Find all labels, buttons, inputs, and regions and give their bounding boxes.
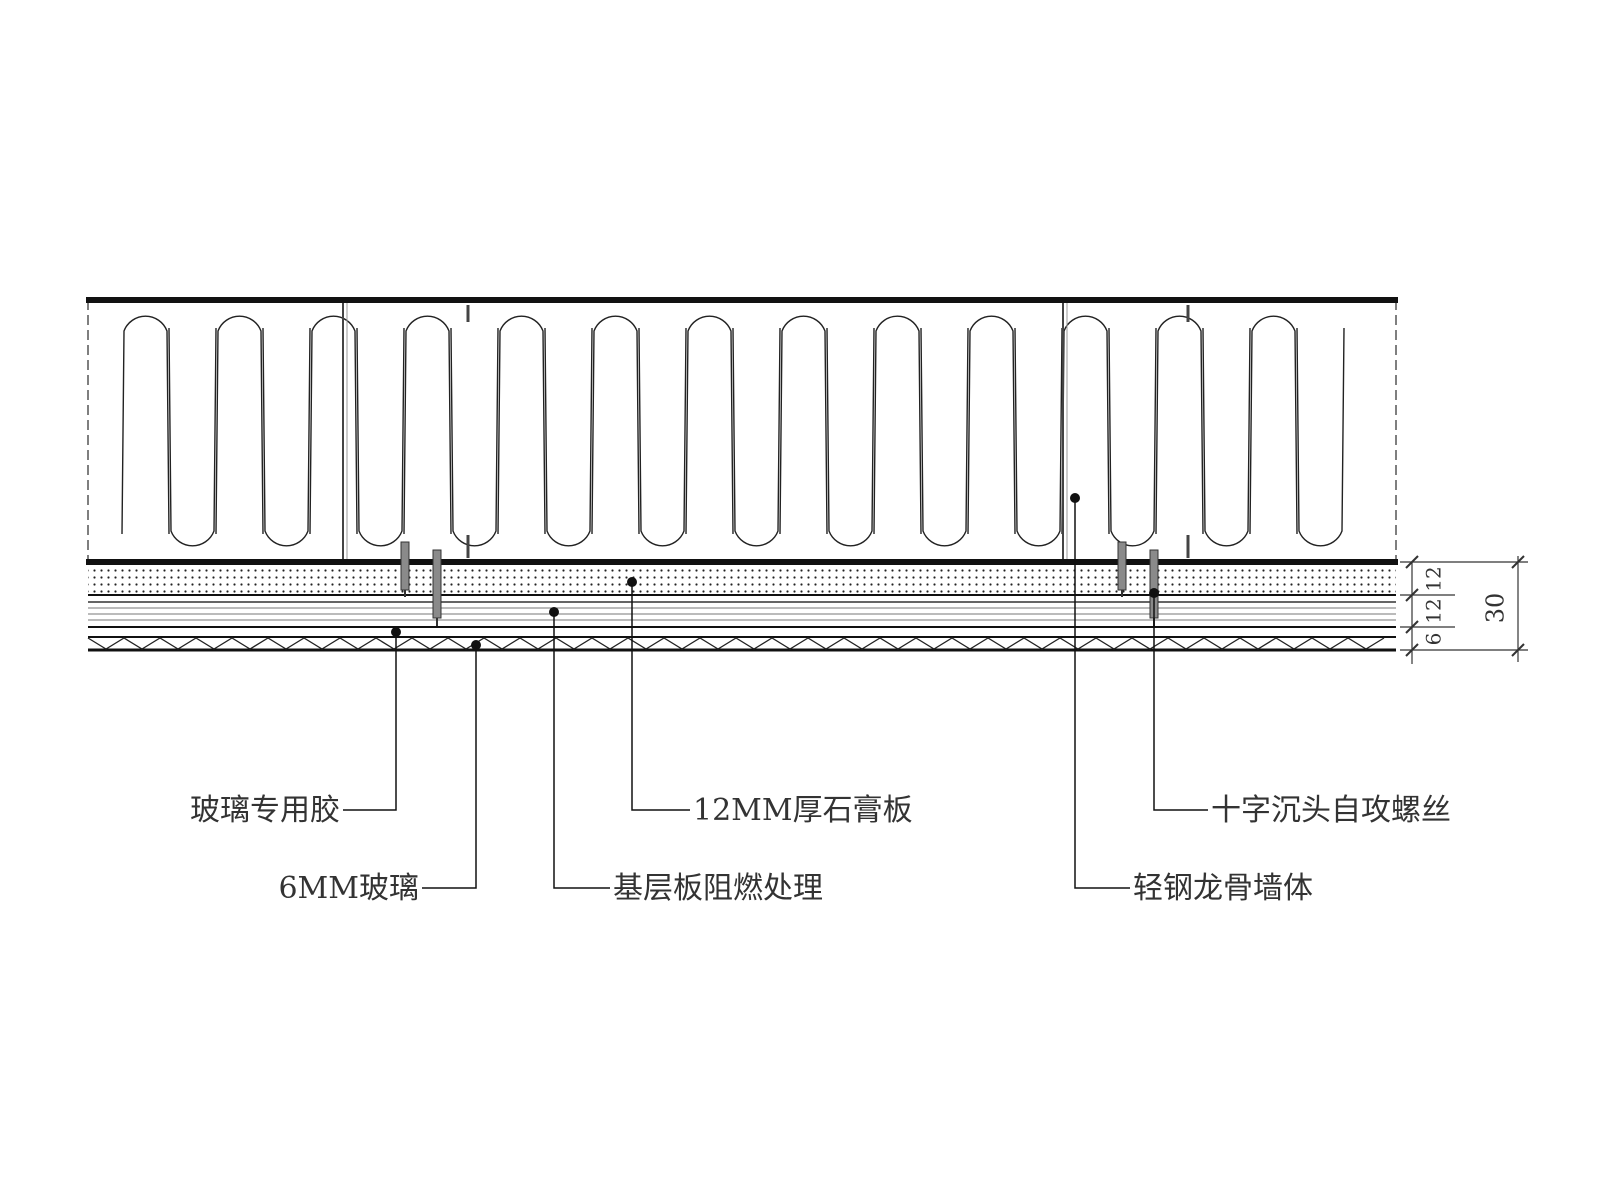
insulation-waves-path	[121, 315, 1345, 547]
dimension-chain	[1400, 555, 1528, 664]
label-glass-6mm: 6MM玻璃	[278, 871, 419, 906]
steel-stud-right	[1062, 302, 1190, 560]
screw-left-a	[400, 541, 410, 597]
dim-gypsum-label: 12	[1422, 566, 1446, 591]
insulation-layer	[87, 300, 1397, 562]
leader-base-board	[549, 607, 610, 889]
steel-stud-left	[342, 302, 470, 560]
label-screw: 十字沉头自攻螺丝	[1211, 793, 1451, 828]
leader-gypsum-board	[627, 577, 690, 811]
label-base-board: 基层板阻燃处理	[613, 871, 823, 906]
leader-screw	[1149, 588, 1208, 811]
leader-light-steel-wall	[1070, 493, 1130, 889]
dim-base-label: 12	[1422, 598, 1446, 623]
base-board-layer	[88, 601, 1396, 628]
glass-layer	[87, 636, 1396, 652]
dim-total-label: 30	[1482, 593, 1510, 624]
screw-left-b	[432, 549, 442, 626]
leader-glass-6mm	[422, 640, 481, 889]
label-gypsum-board: 12MM厚石膏板	[693, 793, 913, 828]
screw-right-a	[1117, 541, 1127, 597]
gypsum-board-layer	[86, 559, 1398, 596]
leader-glass-adhesive	[343, 627, 401, 811]
dim-glass-label: 6	[1422, 633, 1446, 646]
label-glass-adhesive: 玻璃专用胶	[190, 793, 340, 828]
label-light-steel-wall: 轻钢龙骨墙体	[1133, 871, 1313, 906]
insulation-zigzag	[121, 315, 1345, 547]
glass-hatch	[87, 637, 1385, 650]
